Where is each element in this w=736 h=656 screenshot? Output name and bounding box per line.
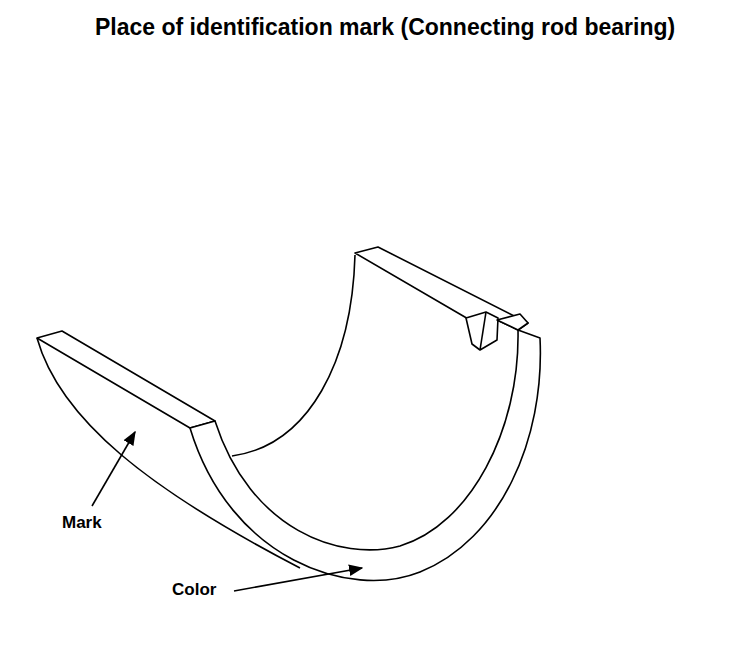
locating-lug	[466, 312, 498, 350]
inner-surface-edge	[232, 255, 355, 456]
diagram-title: Place of identification mark (Connecting…	[95, 12, 715, 42]
end-face	[190, 330, 540, 580]
part-label: Color	[172, 580, 216, 600]
right-joint-face	[355, 247, 528, 330]
left-joint-face	[37, 331, 215, 428]
leader-line	[234, 568, 362, 591]
tab-top	[497, 314, 528, 330]
part-label: Mark	[62, 513, 102, 533]
leader-line	[92, 432, 135, 506]
lug-edge	[480, 312, 486, 350]
